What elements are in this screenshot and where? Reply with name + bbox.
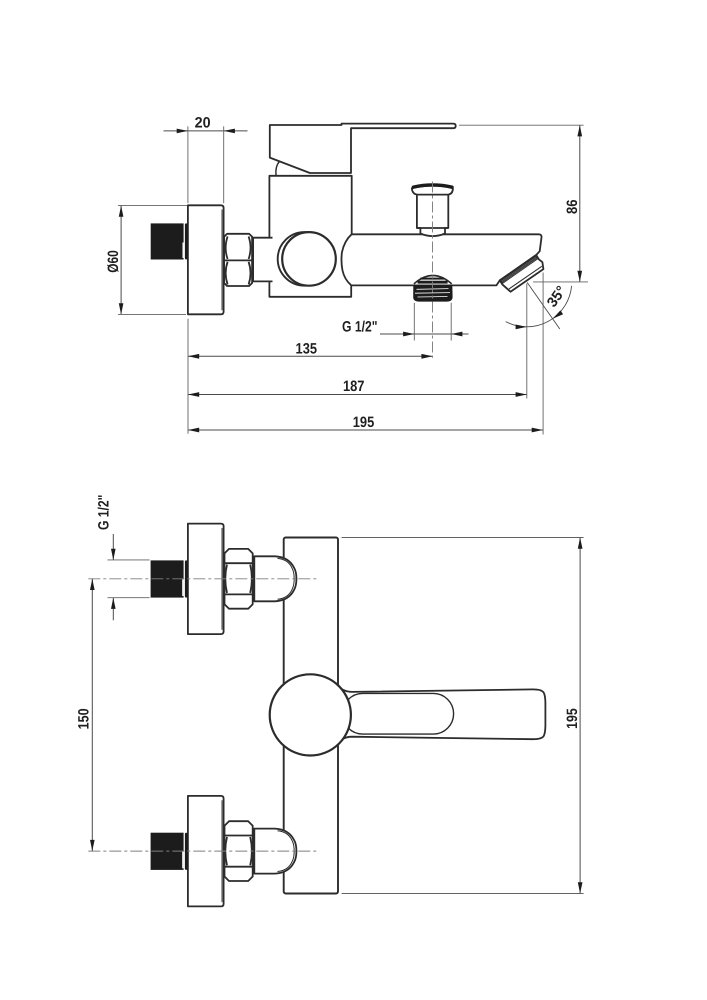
svg-text:195: 195 xyxy=(353,414,375,431)
svg-text:20: 20 xyxy=(195,114,211,131)
svg-text:195: 195 xyxy=(564,708,581,729)
svg-text:86: 86 xyxy=(564,200,581,215)
svg-text:150: 150 xyxy=(76,708,93,729)
svg-text:187: 187 xyxy=(343,378,365,395)
svg-text:Ø60: Ø60 xyxy=(105,250,122,273)
svg-text:G 1/2": G 1/2" xyxy=(95,495,112,531)
svg-text:135: 135 xyxy=(296,341,318,358)
svg-text:35°: 35° xyxy=(544,283,570,310)
svg-text:G 1/2": G 1/2" xyxy=(342,318,378,335)
